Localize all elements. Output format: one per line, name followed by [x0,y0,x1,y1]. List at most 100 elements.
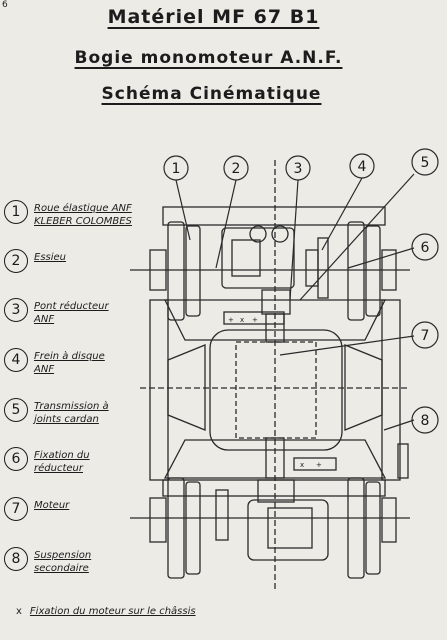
reducer-cap [249,225,267,243]
callout-number-5: 5 [421,155,430,171]
legend-label: Suspension secondaire [34,549,91,575]
callout-circle-5 [411,148,439,176]
callout-circle-4 [349,153,375,179]
legend-line: Essieu [34,252,67,263]
leader-5 [299,173,415,301]
title-line-3-text: Schéma Cinématique [101,84,322,104]
footnote-text: Fixation du moteur sur le châssis [29,606,196,617]
title-line-1-text: Matériel MF 67 B1 [107,6,320,28]
legend-line: Transmission à [34,401,109,412]
wheel-right-bottom-inner [365,481,381,575]
title-line-1: Matériel MF 67 B1 [0,6,437,28]
leader-2 [215,179,237,269]
mount-mark: + [252,316,258,324]
reducer-flange [261,289,291,315]
reducer-housing [221,227,295,289]
leader-1 [175,179,191,241]
legend-number: 3 [4,298,28,322]
motor-outline-dashed [235,341,317,439]
secondary-suspension-right [397,443,409,479]
wheel-right-top [347,221,365,321]
reducer-cap-2 [271,225,289,243]
legend-label: Transmission à joints cardan [34,400,109,426]
leader-7 [279,335,415,356]
leader-4 [321,177,363,251]
crossbeam-top [163,299,387,341]
title-line-3: Schéma Cinématique [0,84,435,104]
legend-number: 1 [4,200,28,224]
callout-circle-3 [285,155,311,181]
top-mount-plate [223,311,285,325]
legend-item-8: 8 Suspension secondaire [4,547,164,583]
callout-circle-6 [411,233,439,261]
bottom-reducer-gear [267,507,313,549]
callout-circle-8 [411,406,439,434]
wheel-hub-left-bottom [149,497,167,543]
callout-number-6: 6 [421,240,430,256]
legend-item-3: 3 Pont réducteur ANF [4,298,164,334]
wheel-right-bottom [347,477,365,579]
legend-label: Frein à disque ANF [34,350,105,376]
page-number: 6 [2,0,8,10]
legend-label: Pont réducteur ANF [34,300,109,326]
mount-mark: + [316,461,322,469]
callout-number-3: 3 [294,161,303,177]
crossbeam-bottom [163,439,387,479]
legend-line: Moteur [34,500,70,511]
legend-line: Suspension [34,550,92,561]
wheel-left-top-inner [185,225,201,317]
bottom-mount-plate [293,457,337,471]
legend-line: Pont réducteur [34,301,109,312]
legend-line: secondaire [34,563,89,574]
callout-circle-7 [411,321,439,349]
callout-number-4: 4 [358,159,367,175]
central-bolster [209,329,343,451]
legend-line: Frein à disque [34,351,105,362]
wheel-hub-right-bottom [381,497,397,543]
footnote: x Fixation du moteur sur le châssis [16,606,196,617]
legend-item-1: 1 Roue élastique ANF KLEBER COLOMBES [4,200,164,236]
legend-label: Roue élastique ANF KLEBER COLOMBES [34,202,132,228]
callout-number-7: 7 [421,328,430,344]
bottom-flange [257,479,295,503]
brace-right [344,344,383,431]
reducer-gear [231,239,261,277]
brace-left [167,344,206,431]
legend-line: ANF [34,314,55,325]
title-line-2-text: Bogie monomoteur A.N.F. [74,48,343,68]
mount-mark: x [300,461,304,469]
legend-number: 8 [4,547,28,571]
footnote-marker: x [16,606,22,617]
callout-circle-2 [223,155,249,181]
wheel-left-bottom-inner [185,481,201,575]
leader-6 [347,247,415,269]
legend-item-6: 6 Fixation du réducteur [4,447,164,483]
side-frame-right [381,299,401,481]
callout-circle-1 [163,155,189,181]
legend-number: 5 [4,398,28,422]
legend-label: Essieu [34,251,66,264]
cardan-shaft-bottom [265,437,285,479]
brake-caliper [305,249,319,287]
legend-number: 2 [4,249,28,273]
legend-number: 7 [4,497,28,521]
wheel-left-bottom [167,477,185,579]
callout-number-2: 2 [232,161,241,177]
legend-label: Moteur [34,499,69,512]
legend-line: Roue élastique ANF [34,203,132,214]
frame-top-rail [162,206,386,226]
title-line-2: Bogie monomoteur A.N.F. [0,48,432,68]
bottom-reducer-housing [247,499,329,561]
legend-label: Fixation du réducteur [34,449,90,475]
legend-line: réducteur [34,463,83,474]
legend-item-5: 5 Transmission à joints cardan [4,398,164,434]
callout-number-8: 8 [421,413,430,429]
legend-line: ANF [34,364,55,375]
legend-item-7: 7 Moteur [4,497,164,533]
bottom-brake-disc [215,489,229,541]
mount-mark: x [240,316,244,324]
wheel-right-top-inner [365,225,381,317]
legend-line: joints cardan [34,414,99,425]
legend-line: Fixation du [34,450,90,461]
